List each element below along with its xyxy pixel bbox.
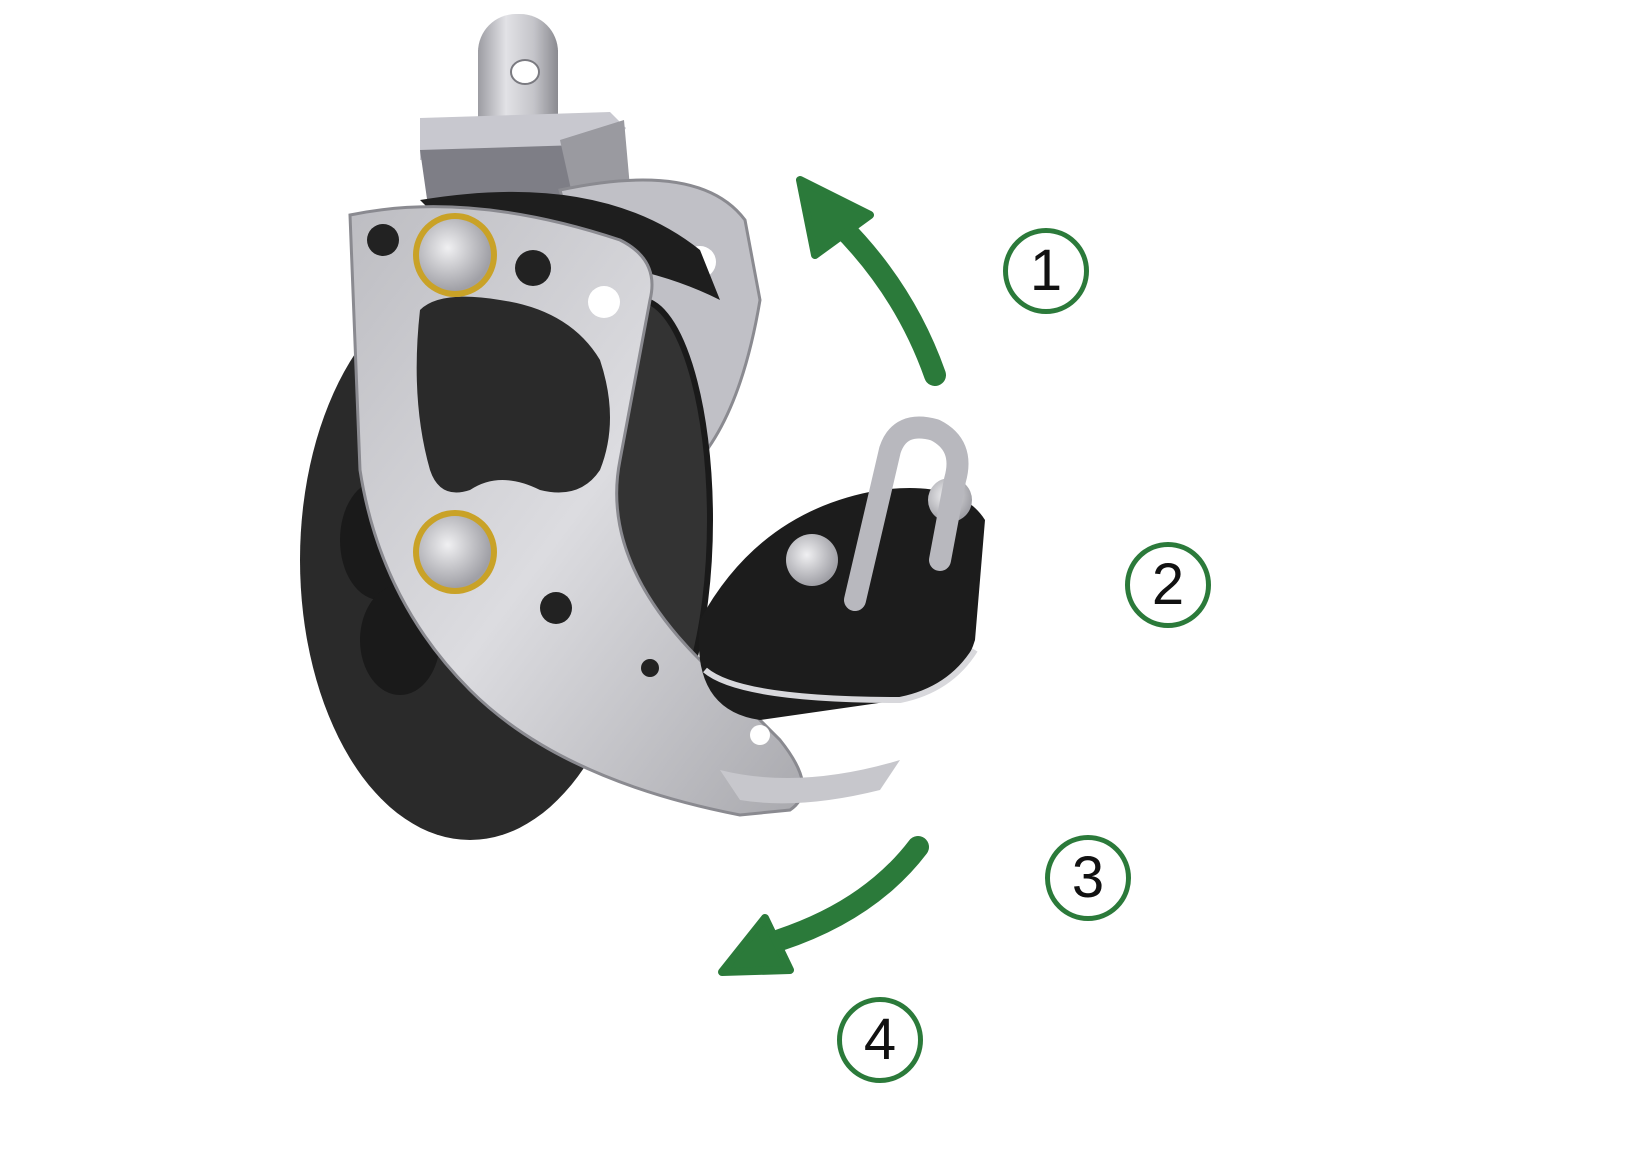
- rotate-down-arrow: [718, 836, 929, 976]
- front-side-plate: [348, 205, 805, 817]
- plate-hole: [641, 659, 659, 677]
- step-number: 4: [863, 1007, 897, 1072]
- step-badge-3: 3: [1045, 835, 1131, 921]
- cam-cleat: [698, 416, 985, 804]
- fairlead-loop: [844, 416, 969, 611]
- rotate-up-arrow: [796, 176, 946, 386]
- plate-cutout: [416, 296, 610, 493]
- top-bolt: [413, 213, 497, 297]
- step-badge-4: 4: [837, 997, 923, 1083]
- step-badge-2: 2: [1125, 542, 1211, 628]
- plate-hole: [540, 592, 572, 624]
- step-number: 2: [1151, 552, 1185, 617]
- plate-hole: [367, 224, 399, 256]
- plate-hole: [588, 286, 620, 318]
- bottom-bolt: [413, 510, 497, 594]
- shackle-pin: [478, 14, 558, 124]
- step-badge-1: 1: [1003, 228, 1089, 314]
- plate-hole: [750, 725, 770, 745]
- step-number: 1: [1029, 238, 1063, 303]
- step-number: 3: [1071, 845, 1105, 910]
- cleat-screw: [786, 534, 838, 586]
- plate-hole: [515, 250, 551, 286]
